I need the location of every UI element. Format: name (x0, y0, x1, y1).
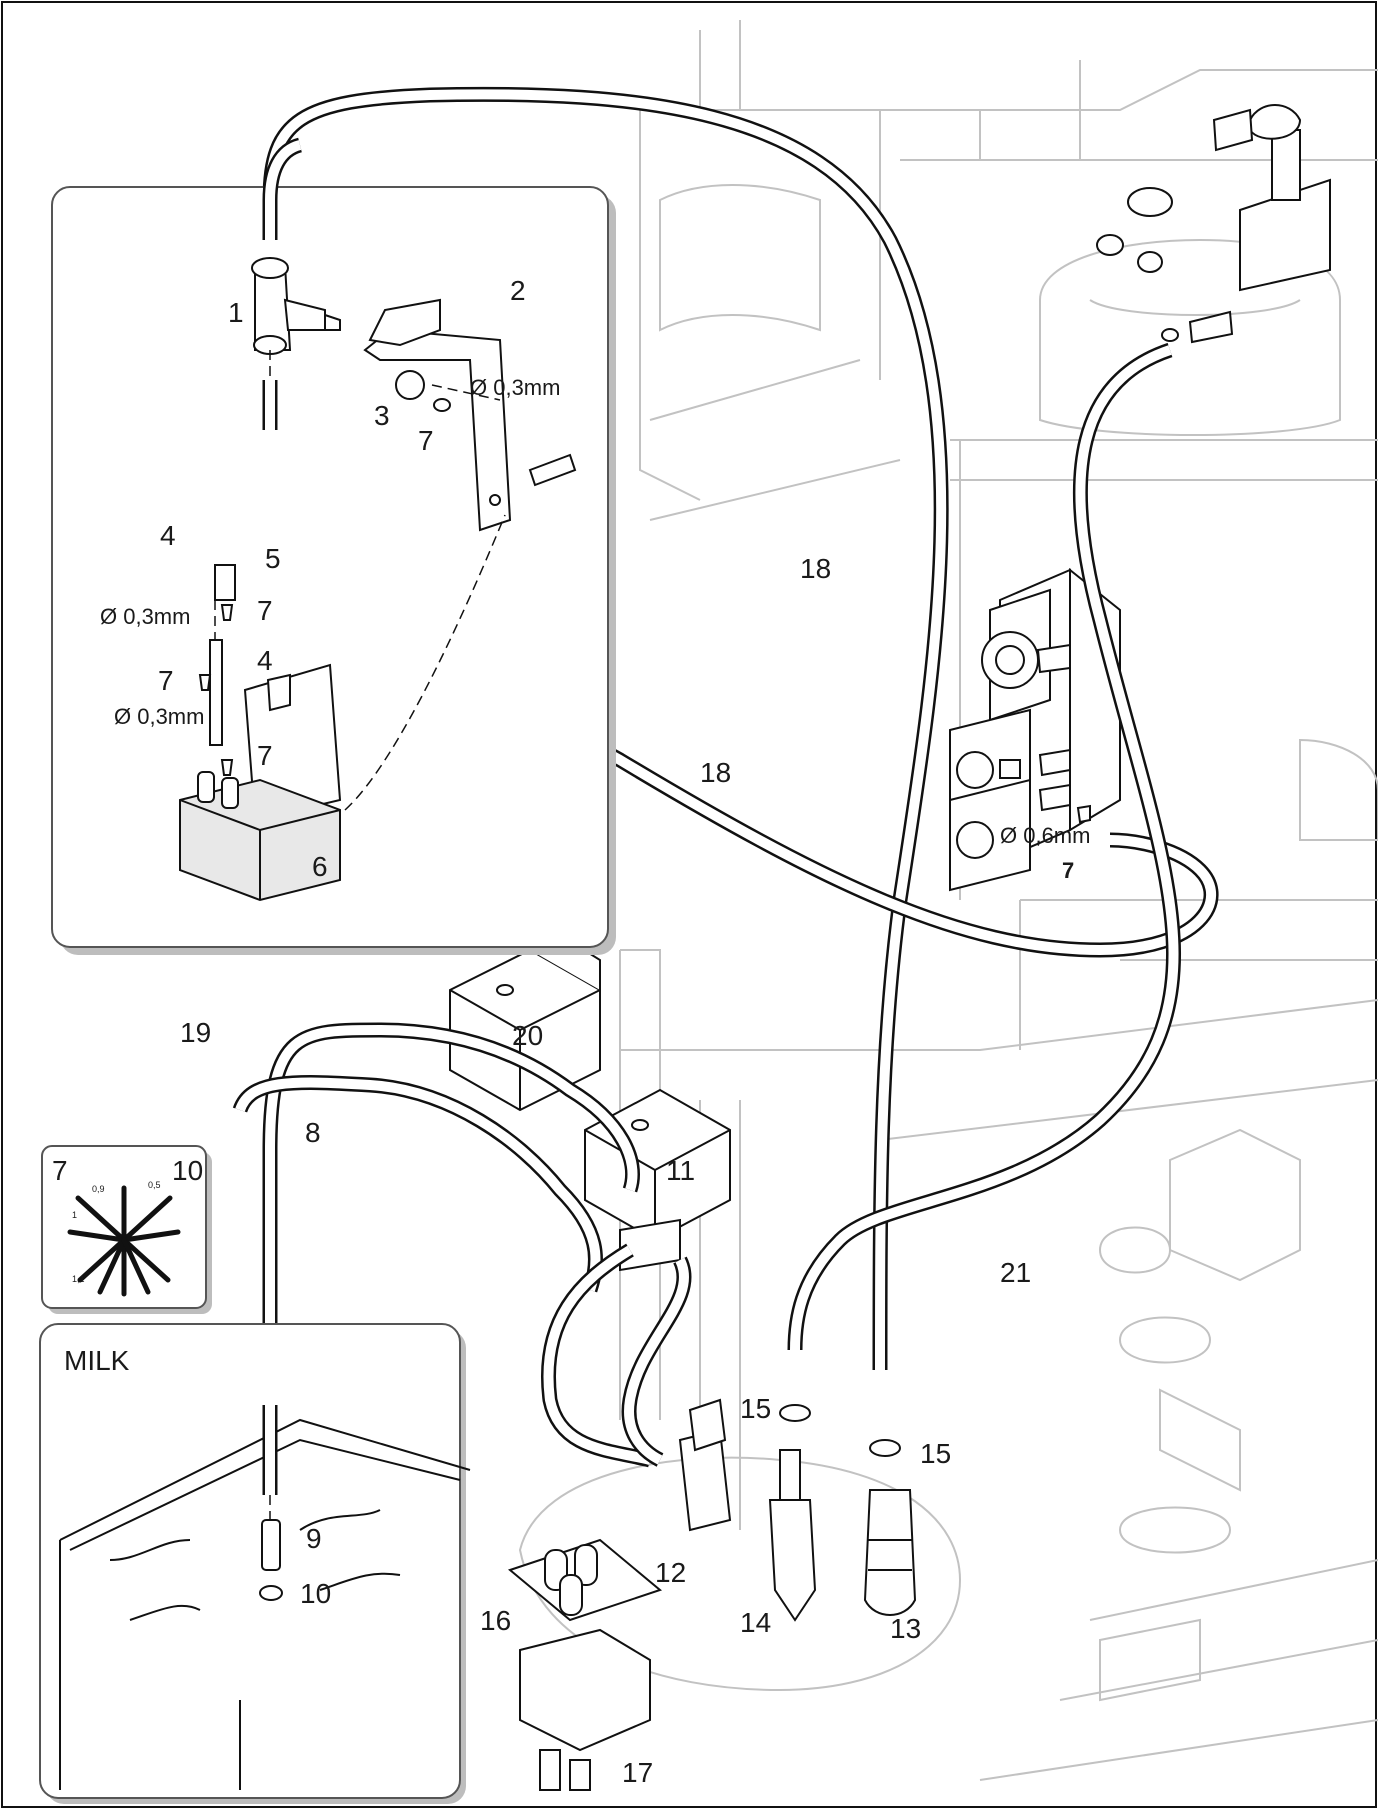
nozzle-tick-label-1: 0,5 (148, 1180, 161, 1190)
callout-16: 16 (480, 1605, 511, 1636)
callout-12: 12 (655, 1557, 686, 1588)
callout-7e: 7 (1062, 858, 1074, 883)
nozzle-star (67, 1185, 181, 1297)
callout-20: 20 (512, 1020, 543, 1051)
inset-1-parts (179, 137, 577, 902)
callout-7f: 7 (52, 1155, 68, 1186)
callout-19: 19 (180, 1017, 211, 1048)
callout-18b: 18 (700, 757, 731, 788)
callout-8: 8 (305, 1117, 321, 1148)
dimension-notes: Ø 0,3mm Ø 0,3mm Ø 0,3mm Ø 0,6mm (100, 375, 1090, 848)
callout-14: 14 (740, 1607, 771, 1638)
nozzle-tick-label-0: 0,9 (92, 1184, 105, 1194)
callout-15a: 15 (740, 1393, 771, 1424)
callout-3: 3 (374, 400, 390, 431)
dim-0-3mm-b: Ø 0,3mm (100, 604, 190, 629)
solenoid-valve-block (949, 567, 1121, 892)
milk-container (59, 1405, 471, 1790)
callout-21: 21 (1000, 1257, 1031, 1288)
nozzle-tick-labels: 0,9 0,5 1 1,1 (72, 1180, 161, 1284)
milk-label: MILK (64, 1345, 130, 1376)
callout-18a: 18 (800, 553, 831, 584)
callout-labels: 1 2 3 7 4 5 7 4 7 7 6 18 18 7 19 20 8 7 … (52, 275, 1074, 1788)
callout-10a: 10 (172, 1155, 203, 1186)
callout-4a: 4 (160, 520, 176, 551)
callout-15b: 15 (920, 1438, 951, 1469)
callout-7c: 7 (158, 665, 174, 696)
callout-1: 1 (228, 297, 244, 328)
dim-0-3mm-c: Ø 0,3mm (114, 704, 204, 729)
inset-1-frame (51, 186, 609, 948)
nozzle-tick-label-3: 1,1 (72, 1274, 85, 1284)
callout-7b: 7 (257, 595, 273, 626)
callout-10b: 10 (300, 1578, 331, 1609)
lower-parts (507, 1398, 917, 1791)
boiler-fittings (1096, 104, 1331, 344)
callout-4b: 4 (257, 645, 273, 676)
nozzle-tick-label-2: 1 (72, 1210, 77, 1220)
callout-17: 17 (622, 1757, 653, 1788)
callout-13: 13 (890, 1613, 921, 1644)
callout-6: 6 (312, 851, 328, 882)
inset-3-frame (39, 1323, 461, 1799)
callout-11: 11 (666, 1155, 695, 1186)
callout-9: 9 (306, 1523, 322, 1554)
callout-5: 5 (265, 543, 281, 574)
dim-0-3mm-a: Ø 0,3mm (470, 375, 560, 400)
callout-7a: 7 (418, 425, 434, 456)
callout-7d: 7 (257, 740, 273, 771)
machine-background-outline (518, 20, 1378, 1781)
dim-0-6mm: Ø 0,6mm (1000, 823, 1090, 848)
callout-2: 2 (510, 275, 526, 306)
